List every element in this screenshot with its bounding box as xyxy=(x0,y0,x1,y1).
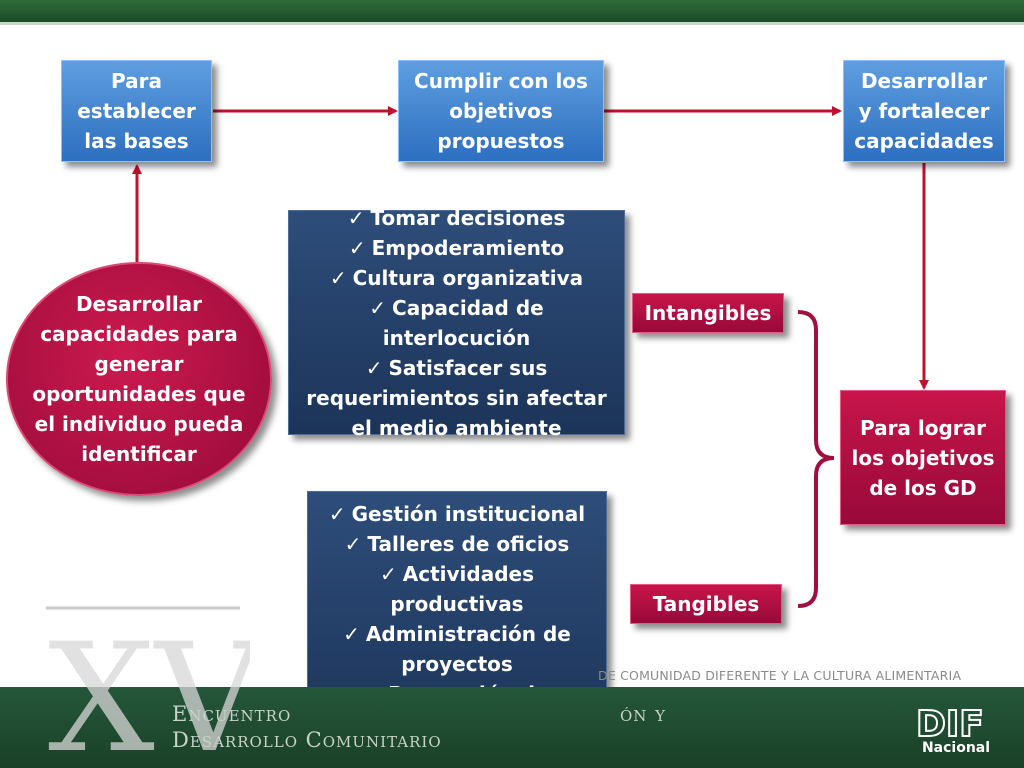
xvi-watermark: XVI xyxy=(46,606,250,760)
checkmark-icon: ✓ xyxy=(365,355,383,380)
tangible-item: ✓Gestión institucional xyxy=(329,499,585,529)
box-bases-label: Para establecer las bases xyxy=(77,69,196,153)
intangible-list-box: ✓Tomar decisiones✓Empoderamiento✓Cultura… xyxy=(288,206,625,440)
intangible-item-text: Capacidad de interlocución xyxy=(382,295,544,350)
ellipse-label: Desarrollar capacidades para generar opo… xyxy=(32,292,246,466)
intangibles-text: Intangibles xyxy=(644,301,772,325)
tangible-item-text: Administración de proyectos xyxy=(365,621,571,676)
tangible-item-text: Talleres de oficios xyxy=(367,531,570,556)
tangible-item-text: Actividades productivas xyxy=(390,561,534,616)
ellipse-desarrollar-capacidades: Desarrollar capacidades para generar opo… xyxy=(6,262,272,496)
event-title-line2: Desarrollo Comunitario xyxy=(172,728,442,752)
intangible-item-text: Satisfacer sus requerimientos sin afecta… xyxy=(306,355,607,440)
tangible-item-text: Gestión institucional xyxy=(351,501,586,526)
box-para-establecer-bases: Para establecer las bases xyxy=(61,60,212,162)
checkmark-icon: ✓ xyxy=(348,235,366,260)
checkmark-icon: ✓ xyxy=(347,205,365,230)
box-cumplir-objetivos: Cumplir con los objetivos propuestos xyxy=(398,60,604,162)
footer-tagline: DE COMUNIDAD DIFERENTE Y LA CULTURA ALIM… xyxy=(598,668,962,683)
label-intangibles: Intangibles xyxy=(632,293,784,333)
event-line1-tail: ón y xyxy=(620,702,666,726)
tangible-item: ✓Actividades productivas xyxy=(316,559,598,619)
bracket xyxy=(797,310,835,608)
event-line1-start: Encuentro xyxy=(172,702,292,726)
label-tangibles: Tangibles xyxy=(630,584,782,624)
svg-text:DIF: DIF xyxy=(916,704,984,745)
dif-logo: DIF xyxy=(915,703,985,746)
checkmark-icon: ✓ xyxy=(369,295,387,320)
checkmark-icon: ✓ xyxy=(343,621,360,646)
tangible-item: ✓Administración de proyectos xyxy=(316,619,598,679)
intangible-item-text: Empoderamiento xyxy=(371,235,565,260)
checkmark-icon: ✓ xyxy=(328,501,346,526)
intangible-item: ✓Tomar decisiones xyxy=(348,203,565,233)
top-bar xyxy=(0,0,1024,25)
svg-text:XVI: XVI xyxy=(48,612,250,760)
checkmark-icon: ✓ xyxy=(329,265,347,290)
intangible-item-text: Cultura organizativa xyxy=(352,265,584,290)
event-title-line1: Encuentro ón y xyxy=(172,702,692,726)
tangible-item: ✓Talleres de oficios xyxy=(345,529,570,559)
footer-band xyxy=(0,687,1024,768)
intangible-item: ✓Cultura organizativa xyxy=(330,263,583,293)
intangible-item: ✓Capacidad de interlocución xyxy=(297,293,616,353)
dif-logo-subtitle: Nacional xyxy=(921,740,991,756)
box-lograr-label: Para lograr los objetivos de los GD xyxy=(851,415,995,500)
tangibles-text: Tangibles xyxy=(652,592,760,616)
box-para-lograr-objetivos: Para lograr los objetivos de los GD xyxy=(840,390,1006,525)
checkmark-icon: ✓ xyxy=(379,561,397,586)
checkmark-icon: ✓ xyxy=(344,531,362,556)
box-desarrollar-label: Desarrollar y fortalecer capacidades xyxy=(854,69,994,153)
box-cumplir-label: Cumplir con los objetivos propuestos xyxy=(414,69,588,153)
box-desarrollar-fortalecer: Desarrollar y fortalecer capacidades xyxy=(843,60,1005,162)
intangible-item: ✓Satisfacer sus requerimientos sin afect… xyxy=(297,353,616,443)
intangible-item: ✓Empoderamiento xyxy=(349,233,564,263)
intangible-item-text: Tomar decisiones xyxy=(370,205,566,230)
